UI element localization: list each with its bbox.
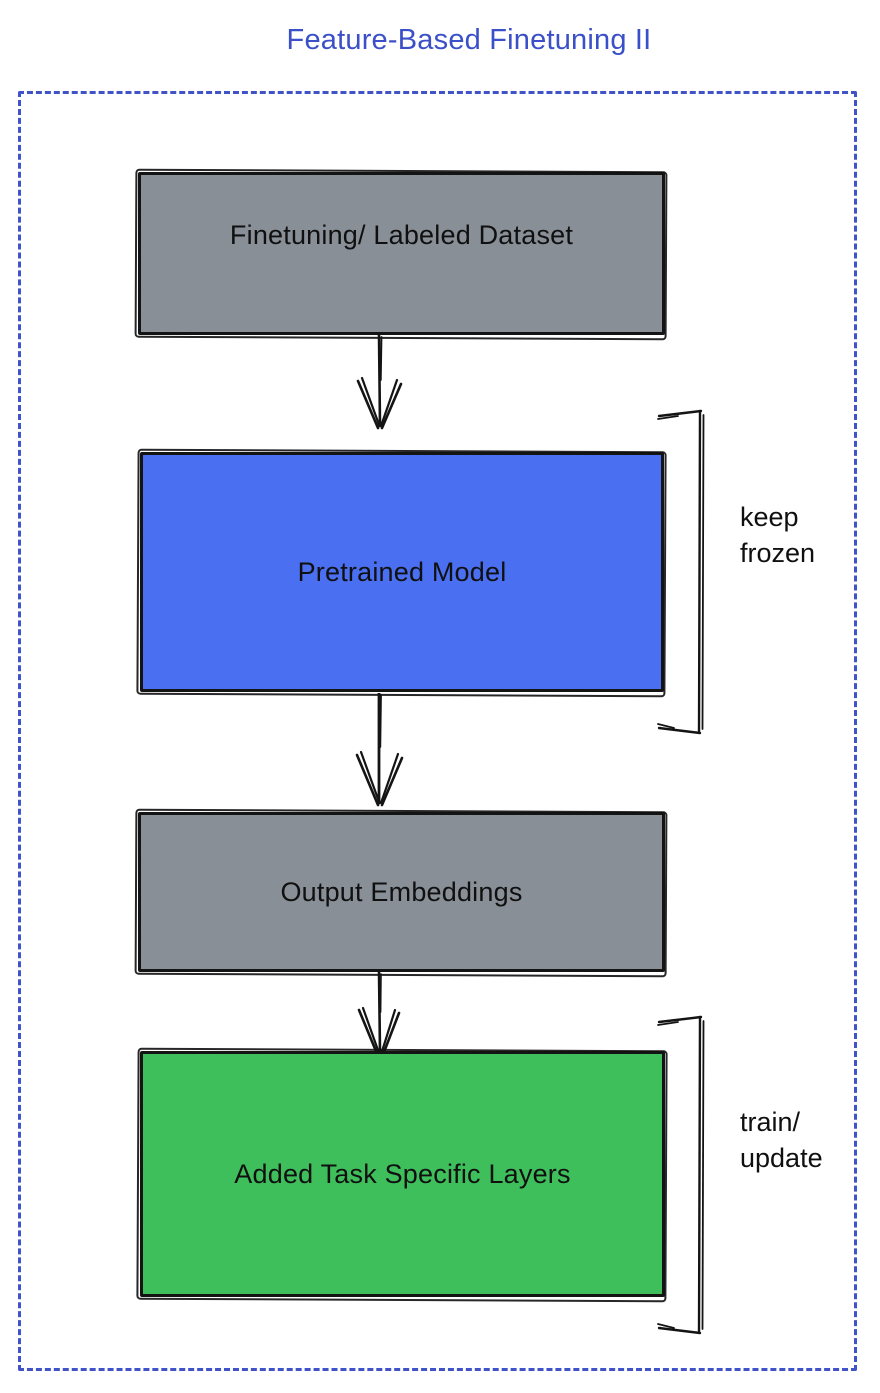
arrow-down-icon: [357, 972, 401, 1058]
node-finetuning-dataset: Finetuning/ Labeled Dataset: [138, 172, 665, 335]
diagram-title: Feature-Based Finetuning II: [286, 24, 652, 56]
arrow-down-icon: [356, 334, 403, 430]
arrow-down-icon: [355, 693, 404, 807]
annotation-keep-frozen: keep frozen: [740, 499, 815, 571]
bracket-train-update-icon: [657, 1015, 705, 1335]
node-pretrained-model-label: Pretrained Model: [297, 556, 507, 587]
node-output-embeddings: Output Embeddings: [138, 812, 665, 972]
bracket-keep-frozen-icon: [657, 409, 705, 735]
dotted-frame: [18, 91, 857, 1371]
node-pretrained-model: Pretrained Model: [140, 452, 664, 692]
node-output-embeddings-label: Output Embeddings: [280, 876, 523, 907]
annotation-keep-frozen-line2: frozen: [740, 538, 816, 568]
node-finetuning-dataset-label: Finetuning/ Labeled Dataset: [229, 220, 574, 250]
annotation-train-update: train/ update: [740, 1104, 823, 1176]
node-task-specific-layers: Added Task Specific Layers: [140, 1051, 665, 1297]
annotation-keep-frozen-line1: keep: [740, 502, 799, 532]
annotation-train-update-line2: update: [740, 1143, 823, 1173]
annotation-train-update-line1: train/: [740, 1107, 801, 1137]
node-task-specific-layers-label: Added Task Specific Layers: [234, 1158, 571, 1189]
